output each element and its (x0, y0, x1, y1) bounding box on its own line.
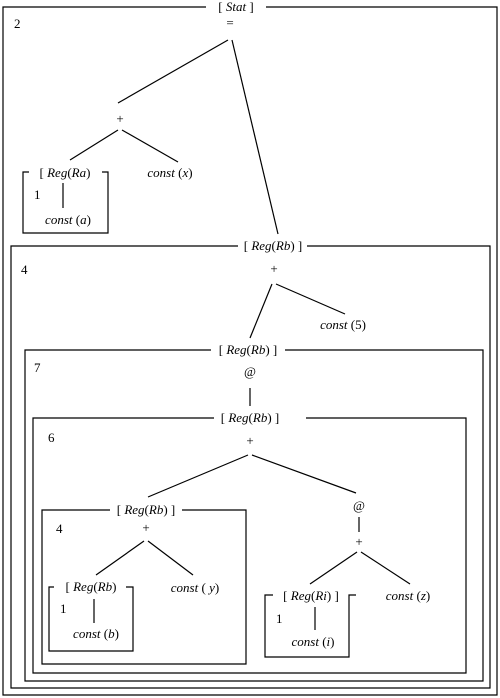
plus-top-op: + (116, 111, 123, 126)
rb-box-1-label: [ Reg(Rb) (66, 579, 117, 594)
rb-box-7-cost: 7 (34, 360, 41, 375)
rb-box-6 (32, 417, 467, 674)
ra-box-cost: 1 (34, 187, 41, 202)
edge-plus-ra (69, 129, 119, 161)
edge-plus6-rb4b (147, 454, 249, 498)
const-x-label: const (x) (147, 165, 192, 180)
rb-box-4-label: [ Reg(Rb) ] (244, 238, 303, 253)
root-box (2, 6, 498, 696)
edge-plus6-at (251, 454, 357, 494)
plus-right-op: + (355, 534, 362, 549)
edge-eq-plus (117, 39, 229, 104)
root-cost: 2 (14, 16, 21, 31)
rb-box-1 (48, 586, 134, 652)
rb-box-4b-label: [ Reg(Rb) ] (117, 502, 176, 517)
const-i-label: const (i) (291, 634, 334, 649)
const-a-label: const (a) (45, 212, 91, 227)
rb-box-4 (10, 245, 491, 689)
rb-box-6-op: + (246, 433, 253, 448)
ri-box (264, 594, 356, 658)
rb-box-4b (41, 509, 247, 665)
edge-plusr-ri (309, 551, 358, 585)
rb-box-6-label: [ Reg(Rb) ] (221, 410, 280, 425)
ra-box (22, 171, 109, 234)
ri-box-label: [ Reg(Ri) ] (283, 588, 339, 603)
edge-plus4-rb7 (249, 283, 273, 339)
const-b-label: const (b) (73, 626, 119, 641)
rb-box-7-label: [ Reg(Rb) ] (219, 342, 278, 357)
edge-plus4-5 (275, 283, 346, 315)
rb-box-4b-op: + (142, 520, 149, 535)
rb-box-4b-cost: 4 (56, 521, 63, 536)
edge-plusr-z (360, 551, 411, 585)
const-z-label: const (z) (386, 588, 430, 603)
ri-box-cost: 1 (276, 611, 283, 626)
ra-box-label: [ Reg(Ra) (40, 165, 91, 180)
rb-box-6-cost: 6 (48, 430, 55, 445)
edge-plus4b-y (147, 540, 194, 576)
const-y-label: const ( y) (171, 580, 219, 595)
root-label: [ Stat ] (218, 0, 253, 14)
edge-plus-x (121, 129, 179, 163)
rb-box-7-op: @ (244, 364, 256, 379)
at-right-op: @ (353, 498, 365, 513)
rb-box-7 (24, 349, 484, 682)
rb-box-4-cost: 4 (21, 262, 28, 277)
root-op: = (226, 15, 233, 30)
edge-plus4b-rb1 (95, 540, 145, 576)
edge-eq-rb (231, 39, 279, 235)
rb-box-1-cost: 1 (60, 601, 67, 616)
rb-box-4-op: + (270, 261, 277, 276)
const-5-label: const (5) (320, 317, 366, 332)
